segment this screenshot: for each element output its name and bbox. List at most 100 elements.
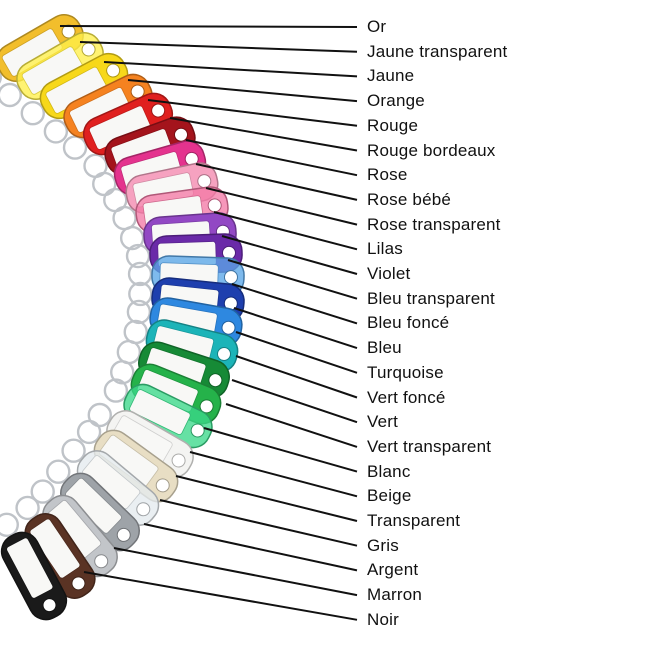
keytag-25 — [0, 531, 68, 621]
key-ring-icon — [30, 479, 55, 504]
keytag-20 — [93, 429, 179, 503]
keytag-19 — [106, 410, 194, 478]
keytag-hole — [81, 42, 96, 57]
color-label: Jaune transparent — [367, 41, 508, 61]
color-label: Gris — [367, 535, 399, 555]
leader-line — [195, 163, 358, 201]
key-ring-icon — [116, 339, 142, 365]
color-label: Lilas — [367, 239, 403, 259]
keytag-18 — [123, 383, 213, 449]
key-ring-icon — [128, 281, 153, 307]
color-label: Bleu transparent — [367, 288, 495, 308]
color-label: Orange — [367, 91, 425, 111]
keytag-24 — [24, 513, 96, 599]
color-label: Argent — [367, 560, 419, 580]
key-ring-icon — [92, 171, 117, 197]
color-label: Bleu foncé — [367, 313, 450, 333]
keytag-1 — [0, 14, 84, 82]
leader-line — [231, 379, 358, 424]
key-ring-icon — [0, 70, 2, 84]
leader-lines-layer — [59, 25, 358, 621]
color-label: Vert transparent — [367, 436, 492, 456]
keytag-hole — [116, 527, 131, 542]
leader-line — [185, 139, 358, 177]
leader-line — [159, 499, 358, 547]
keytag-hole — [106, 63, 121, 78]
leader-line — [235, 331, 358, 374]
color-label: Rose — [367, 165, 408, 185]
leader-line — [143, 523, 358, 572]
leader-line — [213, 211, 358, 251]
color-label: Or — [367, 17, 387, 36]
keytag-hole — [217, 346, 232, 361]
keytag-hole — [155, 478, 170, 493]
leader-line — [59, 25, 358, 28]
leader-line — [235, 355, 358, 399]
key-ring-icon — [112, 205, 137, 231]
keytag-hole — [190, 423, 205, 438]
color-label: Beige — [367, 486, 412, 506]
keytag-label-window — [6, 537, 54, 599]
keytag-hole — [42, 598, 57, 613]
key-ring-icon — [15, 495, 40, 521]
leader-line — [203, 427, 358, 473]
key-ring-icon — [125, 243, 151, 269]
leader-line — [175, 475, 358, 522]
key-ring-icon — [119, 225, 145, 251]
leader-line — [221, 235, 358, 275]
key-ring-icon — [61, 438, 86, 463]
leader-line — [205, 187, 358, 226]
leader-line — [225, 403, 358, 448]
key-ring-icon — [103, 378, 129, 403]
color-label: Rouge bordeaux — [367, 140, 496, 160]
leader-line — [227, 259, 358, 300]
keytag-hole — [71, 576, 86, 591]
leader-line — [147, 99, 358, 127]
key-ring-icon — [110, 360, 135, 385]
keytag-hole — [208, 373, 223, 388]
leader-line — [113, 547, 358, 597]
color-label: Bleu — [367, 338, 402, 358]
color-label: Rose transparent — [367, 214, 501, 234]
key-ring-icon — [127, 261, 153, 287]
keytags-layer — [0, 14, 245, 621]
keytag-16 — [138, 341, 230, 399]
keytag-3 — [39, 52, 129, 120]
color-label: Rose bébé — [367, 189, 452, 209]
color-label: Violet — [367, 264, 411, 283]
leader-line — [103, 61, 358, 78]
leader-line — [189, 451, 358, 498]
keytag-hole — [223, 270, 238, 285]
keytag-hole — [136, 502, 151, 517]
color-label: Marron — [367, 585, 423, 605]
key-ring-icon — [123, 319, 148, 345]
color-label: Blanc — [367, 461, 411, 481]
leader-line — [127, 79, 358, 103]
leader-line — [83, 571, 358, 621]
keytag-hole — [171, 453, 186, 468]
color-label: Transparent — [367, 511, 461, 530]
color-label: Turquoise — [367, 362, 444, 382]
color-label: Vert foncé — [367, 387, 446, 407]
key-ring-icon — [20, 101, 45, 126]
keytag-hole — [151, 103, 166, 118]
key-ring-icon — [62, 135, 88, 160]
keytag-hole — [221, 320, 236, 335]
leader-line — [79, 41, 358, 53]
keytag-hole — [94, 554, 109, 569]
leader-line — [169, 117, 358, 152]
leader-line — [231, 283, 358, 325]
keytag-23 — [42, 494, 118, 578]
keytag-4 — [63, 73, 153, 139]
key-ring-icon — [87, 402, 112, 428]
key-ring-icon — [126, 299, 152, 325]
color-label: Rouge — [367, 115, 419, 135]
key-ring-icon — [43, 119, 69, 144]
key-ring-icon — [76, 419, 102, 445]
color-label: Noir — [367, 609, 399, 629]
key-ring-icon — [0, 512, 19, 537]
key-ring-icon — [0, 82, 22, 108]
keytag-label-window — [129, 389, 191, 435]
